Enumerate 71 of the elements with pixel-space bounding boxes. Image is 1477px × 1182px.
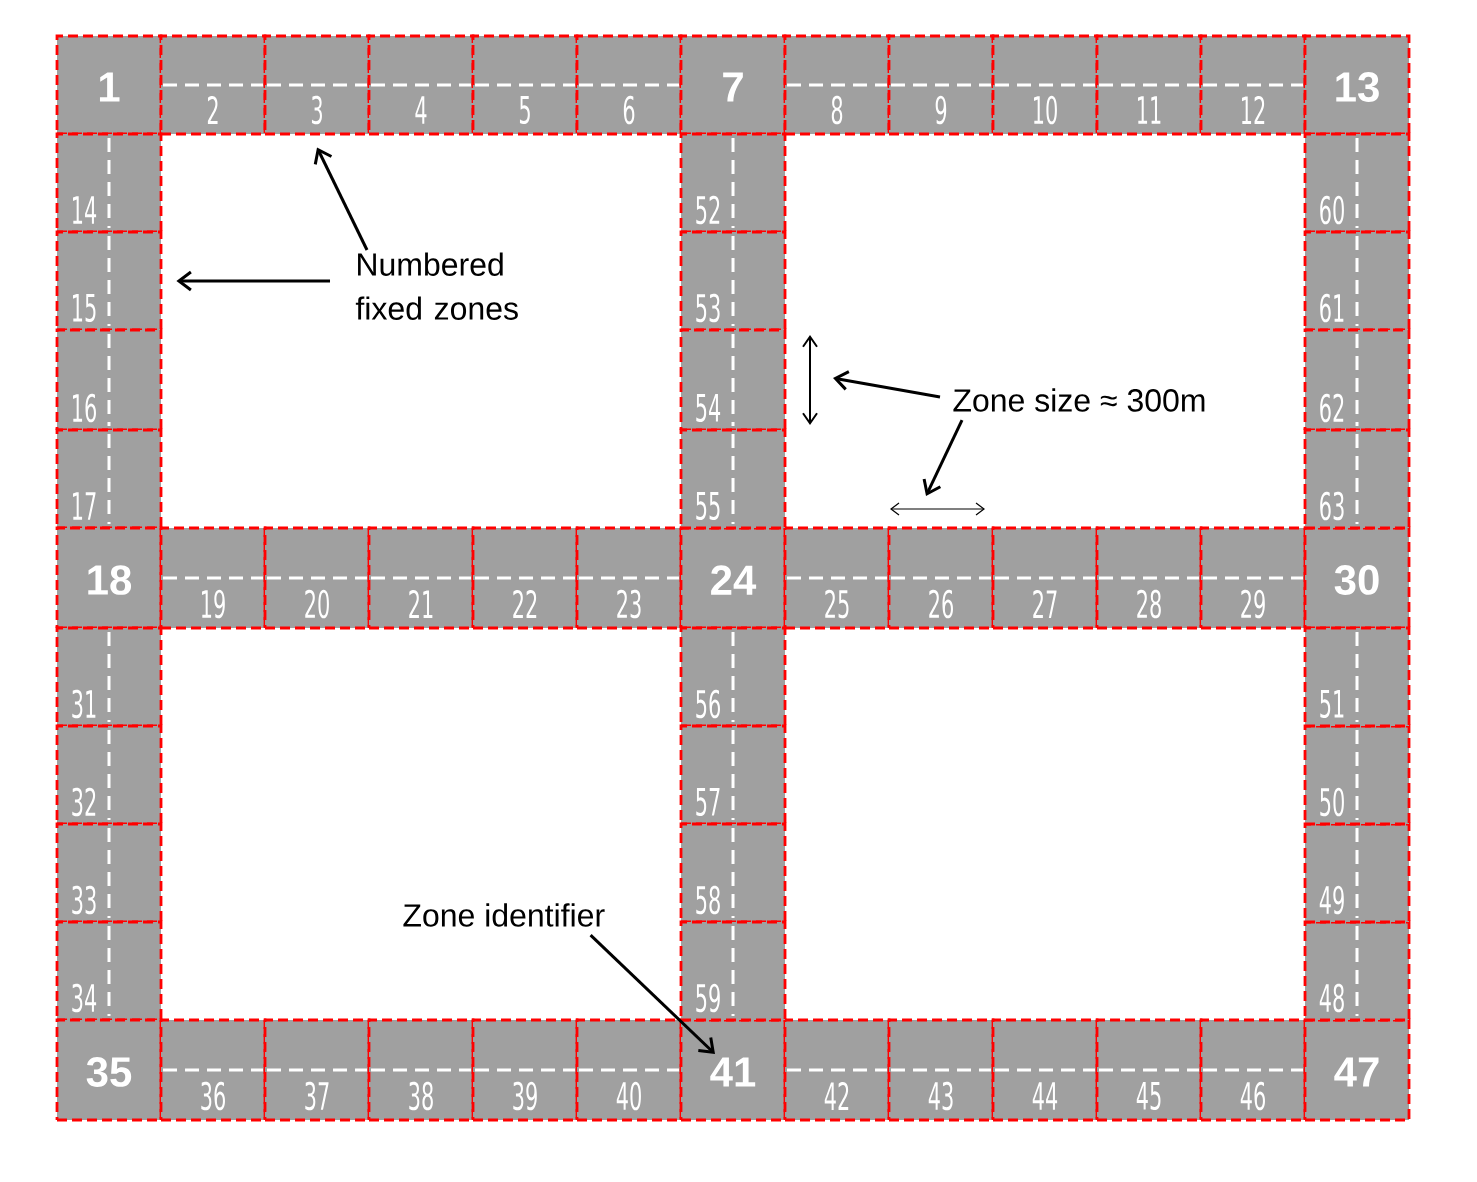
zone-box: 46 — [1199, 1018, 1307, 1122]
arrow — [313, 147, 369, 251]
zone-box: 39 — [471, 1018, 579, 1122]
zone-box: 49 — [1303, 822, 1411, 924]
zone-box: 16 — [55, 328, 163, 432]
arrow — [589, 934, 715, 1054]
zone-box: 32 — [55, 724, 163, 826]
zone-box: 8 — [783, 34, 891, 136]
zone-box: 21 — [367, 526, 475, 630]
zone-box: 45 — [1095, 1018, 1203, 1122]
zone-box: 10 — [991, 34, 1099, 136]
arrow — [922, 419, 964, 496]
zone-box: 23 — [575, 526, 683, 630]
zone-box: 42 — [783, 1018, 891, 1122]
zone-box: 14 — [55, 132, 163, 234]
zone-box: 43 — [887, 1018, 995, 1122]
zone-box: 52 — [679, 132, 787, 234]
zone-box: 15 — [55, 230, 163, 332]
zone-box: 55 — [679, 428, 787, 530]
zone-box: 9 — [887, 34, 995, 136]
zone-box: 50 — [1303, 724, 1411, 826]
zone-box: 20 — [263, 526, 371, 630]
zone-box: 4 — [367, 34, 475, 136]
zone-box: 51 — [1303, 626, 1411, 728]
zone-box: 33 — [55, 822, 163, 924]
zone-box: 28 — [1095, 526, 1203, 630]
zone-box: 59 — [679, 920, 787, 1022]
zone-box: 13 — [1303, 34, 1411, 136]
zone-box: 30 — [1303, 526, 1411, 630]
annotation-text: Zone identifier — [403, 903, 605, 927]
zone-box: 29 — [1199, 526, 1307, 630]
zone-box: 11 — [1095, 34, 1203, 136]
zone-box: 61 — [1303, 230, 1411, 332]
zone-box: 6 — [575, 34, 683, 136]
zone-box: 57 — [679, 724, 787, 826]
zone-box: 3 — [263, 34, 371, 136]
zone-box: 31 — [55, 626, 163, 728]
zone-box: 5 — [471, 34, 579, 136]
arrow — [833, 370, 941, 399]
zone-box: 56 — [679, 626, 787, 728]
zone-box: 36 — [159, 1018, 267, 1122]
zone-box: 22 — [471, 526, 579, 630]
zone-box: 44 — [991, 1018, 1099, 1122]
zone-box: 37 — [263, 1018, 371, 1122]
zone-box: 27 — [991, 526, 1099, 630]
arrow — [176, 270, 330, 292]
zone-box: 54 — [679, 328, 787, 432]
zone-box: 2 — [159, 34, 267, 136]
annotation-text: Numbered fixed zones — [355, 252, 518, 320]
zone-box: 48 — [1303, 920, 1411, 1022]
zone-box: 58 — [679, 822, 787, 924]
zone-box: 25 — [783, 526, 891, 630]
zone-box: 7 — [679, 34, 787, 136]
zone-box: 35 — [55, 1018, 163, 1122]
zone-box: 60 — [1303, 132, 1411, 234]
zone-box: 26 — [887, 526, 995, 630]
zone-box: 18 — [55, 526, 163, 630]
zone-box: 40 — [575, 1018, 683, 1122]
zone-box: 47 — [1303, 1018, 1411, 1122]
zone-box: 63 — [1303, 428, 1411, 530]
zone-box: 24 — [679, 526, 787, 630]
zone-box: 19 — [159, 526, 267, 630]
annotation-text: Zone size ≈ 300m — [953, 388, 1205, 412]
zone-box: 34 — [55, 920, 163, 1022]
zone-box: 17 — [55, 428, 163, 530]
zone-box: 38 — [367, 1018, 475, 1122]
zone-box: 53 — [679, 230, 787, 332]
zone-box: 1 — [55, 34, 163, 136]
zone-box: 12 — [1199, 34, 1307, 136]
zone-box: 62 — [1303, 328, 1411, 432]
zone-box: 41 — [679, 1018, 787, 1122]
